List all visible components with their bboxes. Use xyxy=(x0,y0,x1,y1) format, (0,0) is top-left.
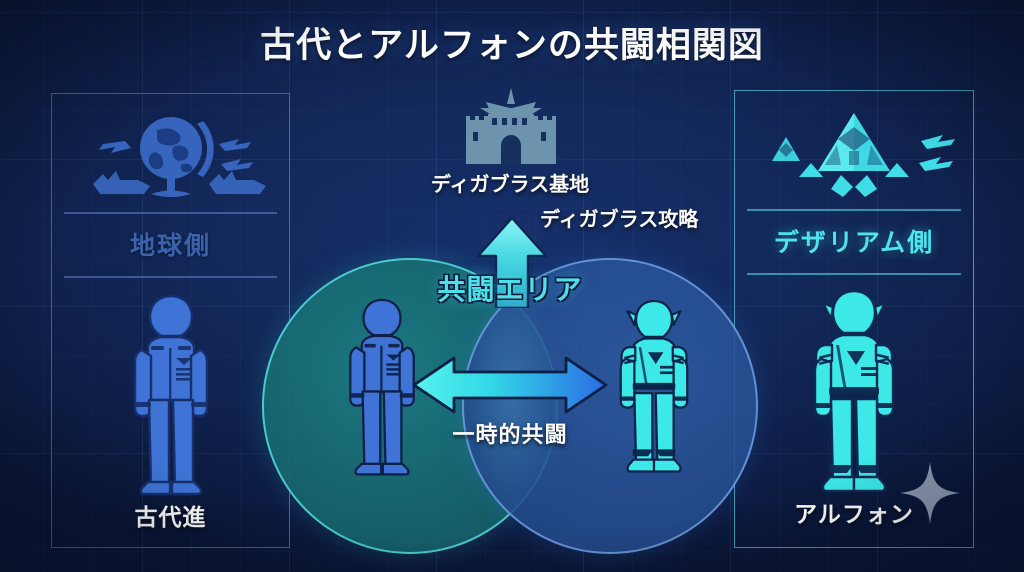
panel-divider-bottom xyxy=(747,273,961,275)
objective-label: ディガブラス攻略 xyxy=(540,209,699,231)
earth-character-figure xyxy=(52,290,289,502)
sparkle-star-icon xyxy=(900,462,960,524)
panel-divider-top xyxy=(747,209,961,211)
castle-fortress-icon xyxy=(456,88,566,174)
panel-earth-side: 地球側 xyxy=(51,93,290,548)
earth-character-name: 古代進 xyxy=(134,504,207,530)
relation-label: 一時的共闘 xyxy=(452,422,568,447)
page-title: 古代とアルフォンの共闘相関図 xyxy=(260,26,764,65)
panel-earth-label: 地球側 xyxy=(129,232,211,260)
venn-desariam-figure xyxy=(602,288,706,488)
panel-desariam-label: デザリアム側 xyxy=(773,229,935,257)
desariam-emblem xyxy=(735,101,973,207)
double-headed-arrow-icon xyxy=(412,352,608,418)
panel-divider-top xyxy=(64,212,277,214)
base-label: ディガブラス基地 xyxy=(430,174,590,196)
panel-divider-bottom xyxy=(64,276,277,278)
earth-emblem xyxy=(52,104,289,210)
